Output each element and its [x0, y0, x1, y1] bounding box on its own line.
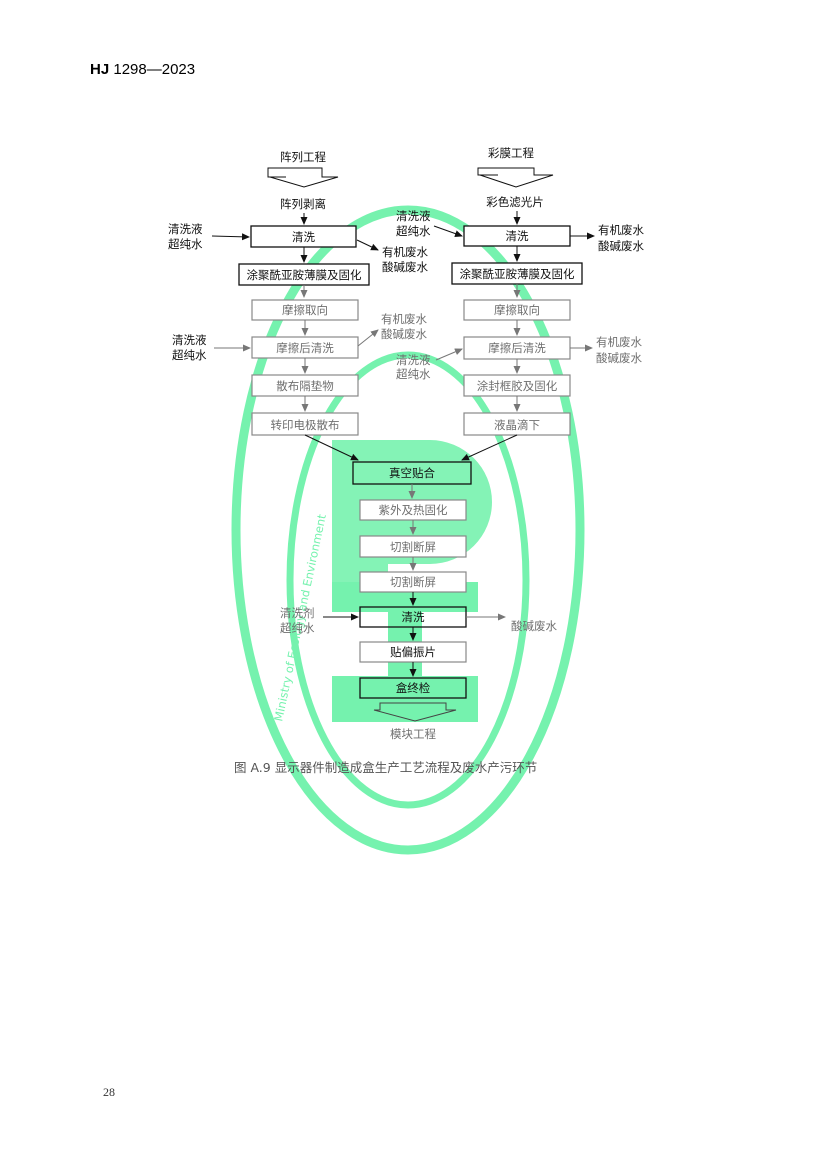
left-branch-title: 阵列工程 — [280, 150, 326, 164]
right-in2-line1: 清洗液 — [396, 353, 431, 367]
right-step0: 彩色滤光片 — [486, 195, 544, 209]
standard-code: HJ — [90, 61, 110, 78]
vacuum-label: 真空贴合 — [389, 466, 435, 480]
right-coat-label: 涂聚酰亚胺薄膜及固化 — [460, 267, 575, 281]
right-rubclean-box: 摩擦后清洗 — [463, 336, 571, 360]
left-rubclean-label: 摩擦后清洗 — [276, 341, 334, 355]
final-output-arrow — [373, 702, 457, 722]
left-input-arrow — [267, 167, 339, 188]
right-out1-line2: 酸碱废水 — [598, 239, 644, 253]
right-lc-box: 液晶滴下 — [463, 412, 571, 436]
merge-clean-label: 清洗 — [402, 610, 425, 624]
right-clean-label: 清洗 — [506, 229, 529, 243]
merge-out: 酸碱废水 — [511, 619, 557, 633]
left-spacer-label: 散布隔垫物 — [276, 379, 334, 393]
left-rub-label: 摩擦取向 — [282, 303, 328, 317]
cut1-box: 切割断屏 — [359, 535, 467, 558]
right-out2-line1: 有机废水 — [596, 335, 642, 349]
left-coat-label: 涂聚酰亚胺薄膜及固化 — [247, 268, 362, 282]
right-input-arrow — [477, 167, 554, 188]
polarizer-box: 贴偏振片 — [359, 641, 467, 663]
right-rub-label: 摩擦取向 — [494, 303, 540, 317]
left-out1-line2: 酸碱废水 — [382, 260, 428, 274]
document-header: HJ 1298—2023 — [90, 61, 195, 78]
right-in1-line2: 超纯水 — [396, 224, 431, 238]
right-in1-line1: 清洗液 — [396, 209, 431, 223]
standard-number: 1298—2023 — [113, 61, 196, 78]
uv-label: 紫外及热固化 — [379, 503, 448, 517]
right-in2-line2: 超纯水 — [396, 367, 431, 381]
right-rub-box: 摩擦取向 — [463, 299, 571, 321]
right-lc-label: 液晶滴下 — [494, 418, 540, 432]
cut1-label: 切割断屏 — [390, 540, 436, 554]
cut2-box: 切割断屏 — [359, 571, 467, 593]
right-seal-label: 涂封框胶及固化 — [477, 379, 558, 393]
right-out1-line1: 有机废水 — [598, 223, 644, 237]
left-out2-line1: 有机废水 — [381, 312, 427, 326]
left-rubclean-box: 摩擦后清洗 — [251, 336, 359, 359]
right-seal-box: 涂封框胶及固化 — [463, 374, 571, 397]
left-clean-label: 清洗 — [292, 230, 315, 244]
left-out1-line1: 有机废水 — [382, 245, 428, 259]
right-clean-box: 清洗 — [463, 225, 571, 247]
inspect-box: 盒终检 — [359, 677, 467, 699]
left-clean-box: 清洗 — [250, 225, 357, 248]
left-in1-line1: 清洗液 — [168, 222, 203, 236]
left-in1-line2: 超纯水 — [168, 237, 203, 251]
right-rubclean-label: 摩擦后清洗 — [488, 341, 546, 355]
final-step: 模块工程 — [390, 727, 436, 741]
left-spacer-box: 散布隔垫物 — [251, 374, 359, 397]
uv-box: 紫外及热固化 — [359, 499, 467, 521]
left-transfer-label: 转印电极散布 — [271, 418, 340, 432]
left-step0: 阵列剥离 — [280, 197, 326, 211]
inspect-label: 盒终检 — [396, 681, 431, 695]
right-branch-title: 彩膜工程 — [488, 146, 534, 160]
polarizer-label: 贴偏振片 — [390, 645, 436, 659]
right-coat-box: 涂聚酰亚胺薄膜及固化 — [451, 262, 583, 285]
figure-caption: 图 A.9 显示器件制造成盒生产工艺流程及废水产污环节 — [234, 760, 537, 775]
merge-in-line2: 超纯水 — [280, 621, 315, 635]
left-coat-box: 涂聚酰亚胺薄膜及固化 — [238, 263, 370, 286]
left-in2-line2: 超纯水 — [172, 348, 207, 362]
page-number: 28 — [103, 1085, 115, 1099]
left-in2-line1: 清洗液 — [172, 333, 207, 347]
left-out2-line2: 酸碱废水 — [381, 327, 427, 341]
merge-in-line1: 清洗剂 — [280, 606, 315, 620]
cut2-label: 切割断屏 — [390, 575, 436, 589]
left-rub-box: 摩擦取向 — [251, 299, 359, 321]
left-transfer-box: 转印电极散布 — [251, 412, 359, 436]
right-out2-line2: 酸碱废水 — [596, 351, 642, 365]
